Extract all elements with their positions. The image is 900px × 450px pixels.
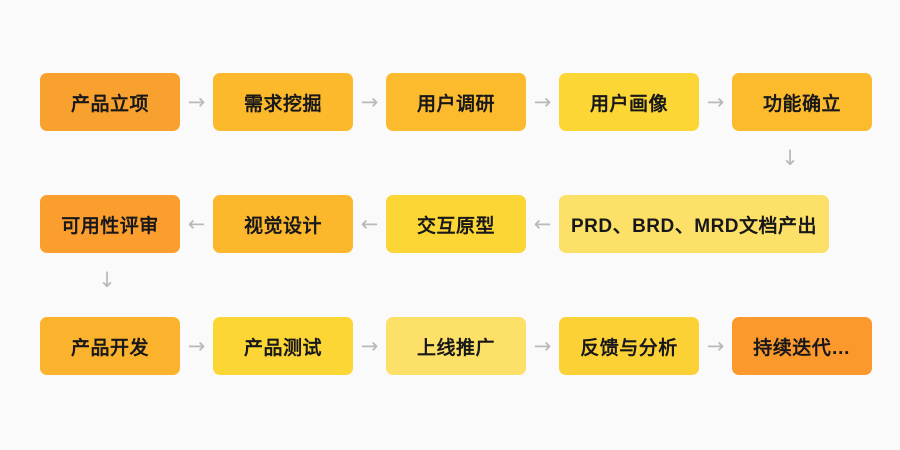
arrow-left-icon: ← (360, 211, 379, 236)
flow-node[interactable]: 功能确立 (732, 73, 872, 131)
flow-row-2: 可用性评审 ← 视觉设计 ← 交互原型 ← PRD、BRD、MRD文档产出 (40, 195, 829, 253)
flow-node[interactable]: 产品测试 (213, 317, 353, 375)
arrow-right-icon: → (533, 89, 552, 114)
arrow-right-icon: → (187, 89, 206, 114)
arrow-right-icon: → (360, 333, 379, 358)
arrow-right-icon: → (706, 333, 725, 358)
flow-node[interactable]: 产品开发 (40, 317, 180, 375)
flow-node[interactable]: 用户调研 (386, 73, 526, 131)
flow-node[interactable]: 用户画像 (559, 73, 699, 131)
flow-node[interactable]: 需求挖掘 (213, 73, 353, 131)
flow-node[interactable]: 反馈与分析 (559, 317, 699, 375)
arrow-down-icon-row1-to-row2: ↓ (781, 145, 799, 170)
arrow-down-icon-row2-to-row3: ↓ (98, 267, 116, 292)
flow-node[interactable]: 上线推广 (386, 317, 526, 375)
flow-row-1: 产品立项 → 需求挖掘 → 用户调研 → 用户画像 → 功能确立 (40, 73, 872, 131)
flow-node[interactable]: 可用性评审 (40, 195, 180, 253)
flow-node[interactable]: 持续迭代… (732, 317, 872, 375)
flow-node[interactable]: PRD、BRD、MRD文档产出 (559, 195, 829, 253)
arrow-left-icon: ← (533, 211, 552, 236)
arrow-left-icon: ← (187, 211, 206, 236)
flow-node[interactable]: 视觉设计 (213, 195, 353, 253)
flow-node[interactable]: 产品立项 (40, 73, 180, 131)
arrow-right-icon: → (533, 333, 552, 358)
arrow-right-icon: → (360, 89, 379, 114)
flow-row-3: 产品开发 → 产品测试 → 上线推广 → 反馈与分析 → 持续迭代… (40, 317, 872, 375)
flow-node[interactable]: 交互原型 (386, 195, 526, 253)
arrow-right-icon: → (187, 333, 206, 358)
arrow-right-icon: → (706, 89, 725, 114)
